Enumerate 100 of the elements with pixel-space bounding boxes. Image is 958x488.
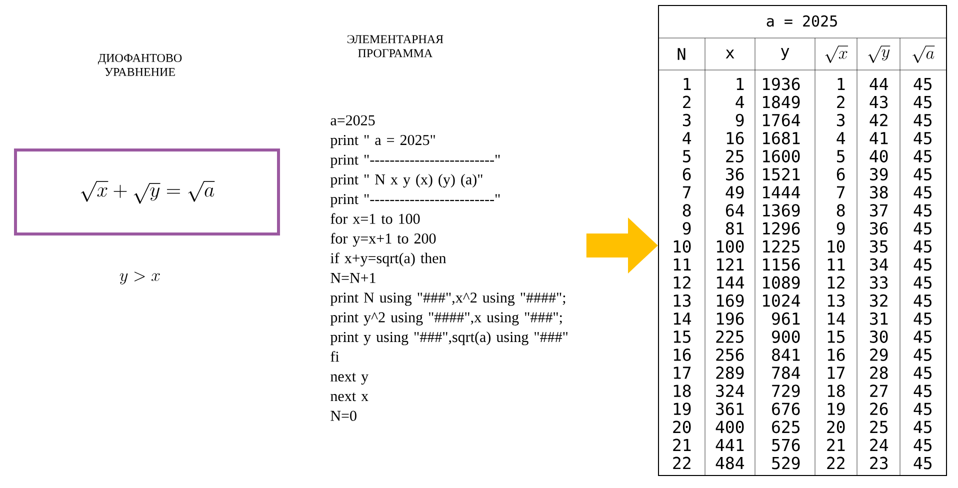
table-cell: 11 (828, 258, 845, 270)
table-cell: 23 (870, 456, 888, 470)
node-label: print y using "###",sqrt(a) using "###" (330, 332, 568, 346)
table-cell: 17 (828, 366, 845, 379)
results-table (658, 5, 947, 476)
table-cell: 784 (772, 366, 800, 380)
table-cell: 361 (716, 402, 744, 416)
table-cell: 22 (827, 456, 844, 470)
table-cell: 1521 (763, 168, 800, 180)
table-cell: 5 (683, 150, 690, 162)
table-cell: 484 (716, 456, 744, 470)
table-cell: 45 (914, 348, 932, 361)
node-label: next x (330, 392, 368, 402)
table-cell: 1089 (763, 276, 800, 289)
table-cell: 841 (772, 348, 800, 361)
table-cell: 676 (772, 402, 800, 416)
table-cell: 36 (726, 168, 744, 180)
table-cell: 20 (827, 420, 845, 434)
column-header: $\sqrt{a}$ (912, 46, 935, 63)
table-cell: 28 (870, 366, 888, 380)
table-cell: 81 (726, 222, 744, 235)
node-label: print y^2 using "####",x using "###"; (330, 312, 562, 326)
table-cell: 18 (674, 384, 691, 398)
table-cell: 37 (870, 204, 888, 217)
table-cell: 45 (914, 186, 932, 199)
table-cell: 576 (772, 438, 800, 452)
table-cell: 42 (870, 114, 888, 126)
node-label: print N using "###",x^2 using "####"; (330, 292, 566, 306)
table-cell: 8 (836, 204, 845, 217)
table-cell: 35 (870, 240, 888, 253)
table-cell: 30 (870, 330, 888, 343)
table-cell: 13 (674, 294, 691, 307)
table-cell: 169 (716, 294, 744, 307)
table-cell: 1296 (763, 222, 800, 235)
table-cell: 1 (838, 78, 845, 90)
table-cell: 34 (870, 258, 888, 271)
table-cell: 10 (674, 240, 691, 253)
table-cell: 10 (828, 240, 845, 253)
table-cell: 441 (716, 438, 744, 451)
table-cell: 64 (726, 204, 744, 217)
table-cell: 25 (870, 420, 888, 434)
table-cell: 44 (870, 78, 888, 90)
node-label: N=0 (330, 410, 356, 421)
column-header: N (678, 48, 686, 60)
table-cell: 20 (673, 420, 691, 434)
table-cell: 9 (836, 222, 845, 235)
table-cell: 1681 (763, 132, 800, 144)
table-cell: 1 (684, 78, 691, 90)
formula-box: $\sqrt{x} + \sqrt{y} = \sqrt{a}$ (14, 148, 280, 236)
table-cell: 26 (870, 402, 888, 416)
column-header: x (726, 50, 734, 58)
table-cell: 36 (870, 222, 888, 235)
table-cell: 49 (726, 186, 744, 199)
node-label: print "-------------------------" (330, 194, 500, 208)
table-cell: 27 (870, 384, 888, 397)
table-cell: 21 (827, 438, 845, 451)
table-cell: 100 (716, 240, 744, 253)
column-header: $\sqrt{x}$ (825, 46, 848, 63)
table-cell: 1849 (763, 96, 800, 108)
table-cell: 45 (914, 438, 932, 452)
table-cell: 45 (914, 204, 932, 217)
table-cell: 1764 (763, 114, 800, 126)
table-cell: 2 (837, 96, 844, 108)
table-cell: 45 (914, 132, 932, 144)
table-cell: 1600 (763, 150, 800, 162)
node-label: N=N+1 (330, 272, 376, 283)
table-cell: 14 (674, 312, 692, 325)
table-cell: 225 (716, 330, 744, 343)
table-cell: 45 (914, 240, 932, 253)
table-cell: 625 (772, 420, 800, 434)
table-cell: 256 (716, 348, 744, 361)
heading: ДИОФАНТОВО УРАВНЕНИЕ (98, 54, 182, 76)
table-cell: 8 (682, 204, 691, 217)
table-cell: 16 (828, 348, 845, 361)
code-listing: a=2025 print " a = 2025" print "-------------------------" print " N x y (x) (y) (a)" print "-------------------------" for x=1 to 100 for y=x+1 to 200 if x+y=sqrt(a) then N=N+1 print N using "###",x^2 using "####"; print y^2 using "####",x using "###"; print y using "###",sqrt(a) using "###" fi next y next x N=0 (330, 115, 568, 421)
table-cell: 1156 (763, 258, 800, 271)
node-label: for x=1 to 100 (330, 213, 420, 224)
table-cell: 729 (772, 384, 800, 398)
table-cell: 1024 (763, 294, 800, 307)
table-cell: 121 (716, 258, 744, 270)
table-cell: 6 (836, 168, 845, 180)
table-cell: 3 (836, 114, 845, 126)
table-cell: 45 (914, 78, 932, 90)
node-label: print "-------------------------" (330, 154, 500, 168)
table-cell: 144 (716, 276, 744, 289)
table-cell: 45 (914, 402, 932, 416)
table-cell: 4 (682, 132, 692, 144)
table-cell: 7 (837, 186, 845, 198)
node-label: next y (330, 372, 368, 385)
table-cell: 9 (736, 114, 744, 126)
table-cell: 400 (716, 420, 744, 434)
table-cell: 2 (683, 96, 690, 108)
table-cell: 16 (674, 348, 691, 361)
table-cell: 45 (914, 114, 932, 126)
node-label: if x+y=sqrt(a) then (330, 252, 446, 266)
table-cell: 43 (870, 96, 888, 108)
table-cell: 9 (682, 222, 691, 235)
table-cell: 45 (914, 222, 932, 235)
table-cell: 961 (772, 312, 800, 325)
table-cell: 24 (870, 438, 888, 451)
